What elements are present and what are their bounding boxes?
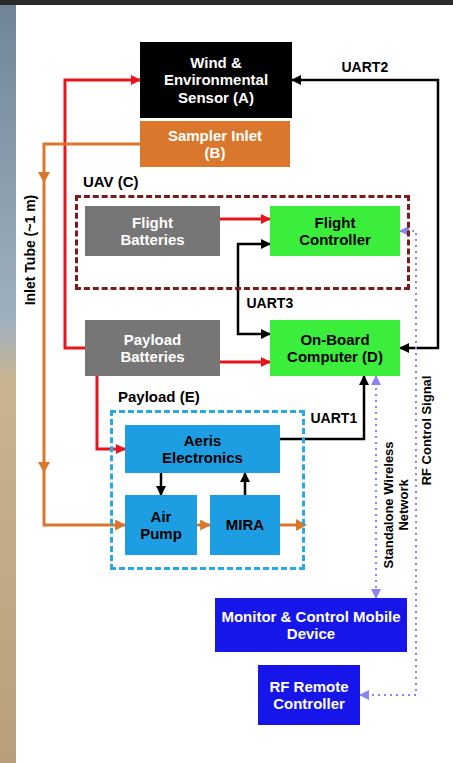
box-label: Flight Controller bbox=[285, 214, 385, 249]
device-box: Monitor & Control Mobile Device bbox=[215, 598, 407, 652]
signal-label: RF Control Signal bbox=[420, 373, 435, 487]
uav-group: Flight BatteriesFlight ControllerUAV (C) bbox=[75, 195, 410, 290]
air-flow bbox=[197, 524, 210, 527]
computer-box: On-Board Computer (D) bbox=[270, 320, 400, 376]
payload-group: Aeris ElectronicsAir PumpMIRAPayload (E) bbox=[110, 410, 305, 570]
electronics-box: Aeris Electronics bbox=[125, 425, 280, 473]
box-label: Flight Batteries bbox=[108, 214, 198, 249]
box-label: Aeris Electronics bbox=[148, 432, 258, 467]
analyzer-box: MIRA bbox=[210, 495, 280, 555]
inlet-box: Sampler Inlet (B) bbox=[140, 121, 290, 167]
sensor-box: Wind & Environmental Sensor (A) bbox=[140, 42, 292, 118]
data-line bbox=[244, 473, 247, 495]
battery-box: Flight Batteries bbox=[85, 206, 220, 256]
signal-label: UART1 bbox=[309, 410, 360, 426]
remote-box: RF Remote Controller bbox=[258, 665, 360, 725]
box-label: MIRA bbox=[226, 516, 264, 533]
group-heading: Payload (E) bbox=[115, 388, 203, 405]
signal-label: Standalone Wireless Network bbox=[381, 435, 411, 574]
signal-label: UART2 bbox=[340, 59, 391, 75]
box-label: Wind & Environmental Sensor (A) bbox=[144, 54, 288, 106]
power-line bbox=[220, 361, 270, 364]
signal-label: Inlet Tube (~1 m) bbox=[22, 193, 38, 308]
box-label: Monitor & Control Mobile Device bbox=[220, 608, 402, 643]
pump-box: Air Pump bbox=[125, 495, 197, 555]
box-label: Payload Batteries bbox=[108, 331, 198, 366]
photo-top-edge bbox=[0, 0, 453, 5]
box-label: Air Pump bbox=[129, 508, 193, 543]
group-heading: UAV (C) bbox=[80, 173, 142, 190]
box-label: RF Remote Controller bbox=[262, 678, 356, 713]
exhaust-line bbox=[280, 524, 297, 527]
box-label: On-Board Computer (D) bbox=[275, 331, 395, 366]
battery-box: Payload Batteries bbox=[85, 320, 220, 376]
exhaust-arrowhead bbox=[296, 519, 307, 531]
controller-box: Flight Controller bbox=[270, 206, 400, 256]
photo-strip bbox=[0, 0, 16, 763]
wireless-link bbox=[375, 376, 377, 598]
box-label: Sampler Inlet (B) bbox=[168, 127, 263, 162]
power-line bbox=[220, 218, 270, 221]
control-line bbox=[160, 473, 163, 495]
serial-link bbox=[280, 376, 364, 439]
signal-label: UART3 bbox=[245, 295, 296, 311]
